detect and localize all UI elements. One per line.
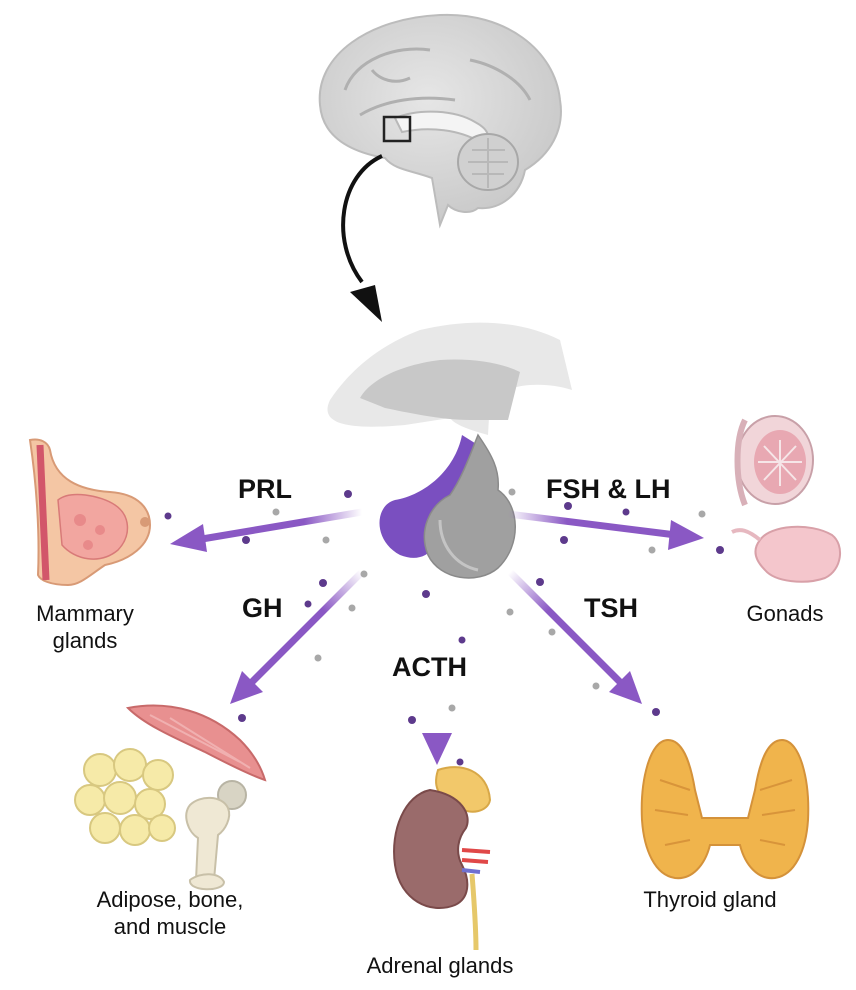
- pituitary-gland-icon: [327, 323, 572, 578]
- fsh-lh-label: FSH & LH: [546, 474, 671, 505]
- mammary-glands-label: Mammary glands: [10, 600, 160, 654]
- thyroid-gland-label: Thyroid gland: [610, 886, 810, 913]
- adipose-bone-muscle-label: Adipose, bone, and muscle: [60, 886, 280, 940]
- adrenal-glands-label: Adrenal glands: [340, 952, 540, 979]
- adrenal-label-line-1: Adrenal glands: [340, 952, 540, 979]
- thyroid-icon: [642, 740, 809, 878]
- mammary-label-line-1: Mammary: [10, 600, 160, 627]
- thyroid-label-line-1: Thyroid gland: [610, 886, 810, 913]
- gh-arrow: [230, 572, 362, 704]
- gonads-label-line-1: Gonads: [725, 600, 845, 627]
- bone-icon: [186, 781, 246, 889]
- mammary-label-line-2: glands: [10, 627, 160, 654]
- gh-label: GH: [242, 593, 283, 624]
- mammary-gland-icon: [30, 439, 150, 585]
- gonads-icon: [732, 416, 840, 582]
- tsh-label: TSH: [584, 593, 638, 624]
- prl-arrow: [170, 512, 362, 552]
- fsh-lh-arrow: [508, 514, 704, 550]
- brain-icon: [320, 15, 561, 225]
- adipose-label-line-2: and muscle: [60, 913, 280, 940]
- adipose-tissue-icon: [75, 749, 175, 845]
- gonads-label: Gonads: [725, 600, 845, 627]
- zoom-arrow: [343, 156, 382, 322]
- adrenal-kidney-icon: [394, 767, 490, 950]
- prl-label: PRL: [238, 474, 292, 505]
- tsh-arrow: [510, 572, 642, 704]
- acth-label: ACTH: [392, 652, 467, 683]
- adipose-label-line-1: Adipose, bone,: [60, 886, 280, 913]
